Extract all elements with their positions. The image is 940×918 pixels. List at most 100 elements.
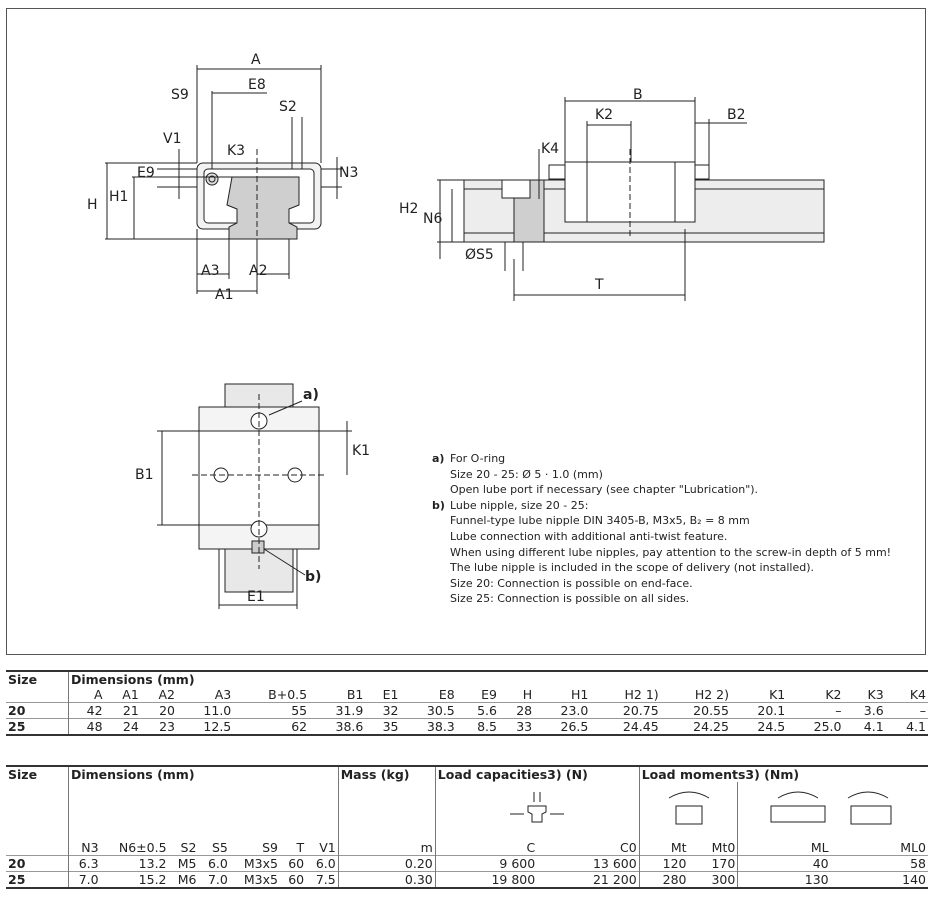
col-header: E1 xyxy=(382,687,399,702)
value-cell: 6.0 xyxy=(306,855,339,872)
col-header: N3 xyxy=(67,840,101,856)
value-cell: 21 200 xyxy=(537,871,640,889)
dimensions-table-1: Size Dimensions (mm) A A1 A2 A3 B+0.5 B1… xyxy=(6,670,928,736)
value-cell: 130 xyxy=(737,871,831,889)
value-cell: 300 xyxy=(688,871,738,889)
value-cell: 24.45 xyxy=(590,718,661,736)
label-K4: K4 xyxy=(541,141,559,157)
label-K2: K2 xyxy=(595,107,613,123)
label-S5: ØS5 xyxy=(465,247,494,263)
size-cell: 25 xyxy=(6,718,69,736)
note-b-line: Size 25: Connection is possible on all s… xyxy=(450,592,690,606)
label-E9: E9 xyxy=(137,165,155,181)
label-H1: H1 xyxy=(109,189,128,205)
note-a-line: Open lube port if necessary (see chapter… xyxy=(450,483,759,497)
value-cell: 15.2 xyxy=(100,871,169,889)
load-capacity-icon xyxy=(510,791,565,822)
label-K1: K1 xyxy=(352,443,370,459)
label-A: A xyxy=(251,52,261,68)
note-b-line: Lube connection with additional anti-twi… xyxy=(450,529,728,543)
size-cell: 20 xyxy=(6,855,69,872)
col-header: A2 xyxy=(158,687,176,702)
col-header: S2 xyxy=(180,840,197,855)
value-cell: 58 xyxy=(830,855,928,872)
value-cell: 20.1 xyxy=(730,702,788,719)
col-header: Mt0 xyxy=(711,840,736,855)
col-header: K1 xyxy=(769,687,786,702)
table-row: 25 48 24 23 12.5 62 38.6 35 38.3 8.5 33 … xyxy=(6,718,928,736)
label-N3: N3 xyxy=(339,165,358,181)
value-cell: 170 xyxy=(688,855,738,872)
col-header: E9 xyxy=(481,687,497,702)
value-cell: 42 xyxy=(67,702,105,719)
value-cell: 7.0 xyxy=(67,871,101,889)
value-cell: 35 xyxy=(365,718,401,736)
value-cell: 12.5 xyxy=(177,718,234,736)
value-cell: 24.5 xyxy=(730,718,788,736)
load-moments-header: Load moments3) (Nm) xyxy=(638,765,928,782)
note-a-label: a) xyxy=(432,452,445,465)
value-cell: – xyxy=(885,702,928,719)
torsional-moment-icon xyxy=(668,791,709,824)
label-A2: A2 xyxy=(249,263,267,279)
value-cell: 38.6 xyxy=(309,718,366,736)
value-cell: 62 xyxy=(233,718,310,736)
table-row: 25 7.0 15.2 M6 7.0 M3x5 60 7.5 0.30 19 8… xyxy=(6,871,928,889)
note-a-line: For O-ring xyxy=(450,452,506,465)
note-b-line: The lube nipple is included in the scope… xyxy=(450,561,815,575)
note-a-line: Size 20 - 25: Ø 5 · 1.0 (mm) xyxy=(450,467,603,481)
value-cell: 20.55 xyxy=(660,702,731,719)
col-header: T xyxy=(296,840,305,855)
value-cell: 5.6 xyxy=(456,702,499,719)
value-cell: 55 xyxy=(233,702,310,719)
label-N6: N6 xyxy=(423,211,442,227)
col-header: A1 xyxy=(122,687,139,702)
size-header: Size xyxy=(6,765,69,782)
col-header: C0 xyxy=(620,840,637,855)
value-cell: 4.1 xyxy=(885,718,928,736)
label-A1: A1 xyxy=(215,287,233,303)
value-cell: M6 xyxy=(168,871,199,889)
value-cell: 6.3 xyxy=(67,855,101,872)
value-cell: 13.2 xyxy=(100,855,169,872)
col-header: ML xyxy=(737,840,831,856)
value-cell: 60 xyxy=(279,871,307,889)
col-header: K4 xyxy=(909,687,926,702)
value-cell: 280 xyxy=(638,871,689,889)
value-cell: 23 xyxy=(140,718,178,736)
col-header: E8 xyxy=(438,687,455,702)
label-H: H xyxy=(87,197,98,213)
value-cell: 32 xyxy=(365,702,401,719)
technical-drawing: A E8 S9 S2 V1 K3 E9 N3 H H1 A3 A2 A1 B K… xyxy=(87,52,825,609)
col-header: B1 xyxy=(346,687,364,702)
col-header: N6±0.5 xyxy=(118,840,167,855)
label-B: B xyxy=(633,87,643,103)
dimensions-header: Dimensions (mm) xyxy=(68,765,339,782)
value-cell: 0.20 xyxy=(337,855,436,872)
value-cell: 38.3 xyxy=(400,718,457,736)
col-header: V1 xyxy=(319,840,336,855)
dimensions-table-2: Size Dimensions (mm) Mass (kg) Load capa… xyxy=(6,765,928,889)
col-header: B+0.5 xyxy=(268,687,308,702)
value-cell: 24.25 xyxy=(660,718,731,736)
label-a: a) xyxy=(303,387,319,403)
col-header: H xyxy=(522,687,533,702)
label-B2: B2 xyxy=(727,107,746,123)
col-header: C xyxy=(434,840,538,856)
col-header: H1 xyxy=(571,687,589,702)
longitudinal-moment-icon xyxy=(770,791,892,824)
note-b-label: b) xyxy=(432,498,445,512)
value-cell: 25.0 xyxy=(787,718,844,736)
col-header: S5 xyxy=(211,840,228,855)
size-cell: 25 xyxy=(6,871,69,889)
note-b-line: Funnel-type lube nipple DIN 3405-B, M3x5… xyxy=(450,514,750,528)
label-S2: S2 xyxy=(279,99,297,115)
value-cell: 0.30 xyxy=(337,871,436,889)
value-cell: 140 xyxy=(830,871,928,889)
note-b-line: When using different lube nipples, pay a… xyxy=(450,545,892,559)
label-H2: H2 xyxy=(399,201,418,217)
value-cell: 7.5 xyxy=(306,871,339,889)
value-cell: 11.0 xyxy=(177,702,234,719)
col-header: A xyxy=(67,687,105,703)
value-cell: 20 xyxy=(140,702,178,719)
